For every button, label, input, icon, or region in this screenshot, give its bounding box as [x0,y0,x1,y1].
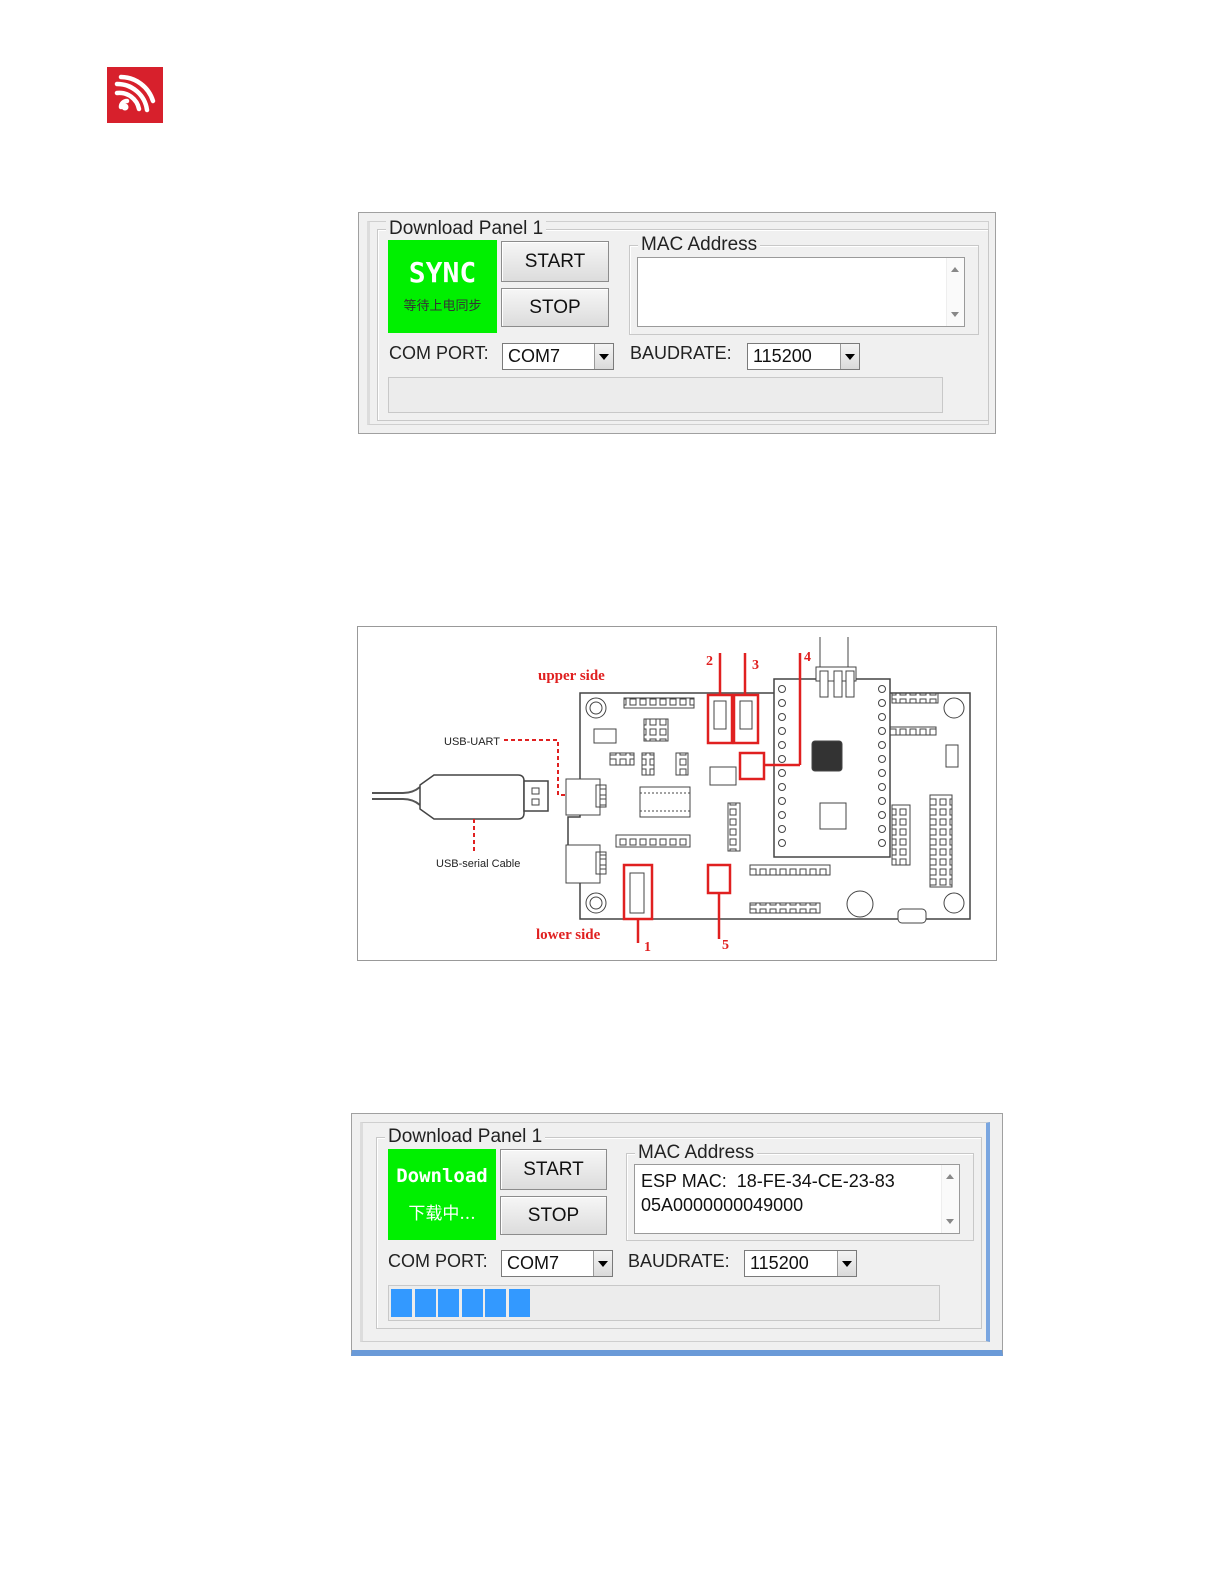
marker-1: 1 [644,940,651,955]
baudrate-value: 115200 [753,346,812,366]
marker-2: 2 [706,654,713,669]
status-main-text: Download [388,1165,496,1187]
board-svg: upper side lower side USB-UART USB-seria… [358,627,996,960]
stop-button[interactable]: STOP [501,288,609,327]
progress-segment [509,1289,530,1317]
com-port-label: COM PORT: [389,343,489,364]
mac-address-title: MAC Address [635,1142,757,1164]
marker-3: 3 [752,658,759,673]
stop-button[interactable]: STOP [500,1196,607,1235]
progress-bar [388,377,943,413]
progress-segment [462,1289,483,1317]
progress-bar [388,1285,940,1321]
start-button[interactable]: START [500,1149,607,1190]
panel-title: Download Panel 1 [385,1126,545,1148]
mac-address-box[interactable] [637,257,965,327]
com-port-select[interactable]: COM7 [502,343,614,370]
board-diagram: upper side lower side USB-UART USB-seria… [357,626,997,961]
chevron-down-icon[interactable] [594,344,613,369]
chevron-down-icon[interactable] [593,1251,612,1276]
download-panel-downloading: Download Panel 1 Download 下载中... START S… [351,1113,1003,1356]
com-port-value: COM7 [508,346,560,366]
mac-address-box[interactable]: ESP MAC: 18-FE-34-CE-23-83 05A0000000049… [634,1164,960,1234]
scroll-up-icon[interactable] [951,267,959,272]
scroll-down-icon[interactable] [951,312,959,317]
start-button[interactable]: START [501,241,609,282]
espressif-logo-icon [107,67,163,123]
status-indicator: SYNC 等待上电同步 [388,240,497,333]
download-panel-sync: Download Panel 1 SYNC 等待上电同步 START STOP … [358,212,996,434]
usb-cable-wire [372,799,420,805]
panel-title: Download Panel 1 [386,218,546,240]
upper-side-label: upper side [538,668,605,684]
usb-cable-label: USB-serial Cable [436,858,520,870]
status-indicator: Download 下载中... [388,1149,496,1240]
marker-4: 4 [804,650,811,665]
progress-segment [415,1289,436,1317]
com-port-label: COM PORT: [388,1251,488,1272]
mac-scrollbar[interactable] [941,1165,959,1233]
mac-line: ESP MAC: 18-FE-34-CE-23-83 [641,1169,953,1193]
progress-segment [438,1289,459,1317]
usb-cable-wire [372,787,420,793]
status-main-text: SYNC [388,256,497,289]
usb-plug-body [420,775,524,819]
lower-side-label: lower side [536,927,601,943]
baudrate-label: BAUDRATE: [630,343,732,364]
mac-address-title: MAC Address [638,234,760,256]
baudrate-value: 115200 [750,1253,809,1273]
baudrate-select[interactable]: 115200 [744,1250,857,1277]
mac-line: 05A0000000049000 [641,1193,953,1217]
marker-5: 5 [722,938,729,953]
com-port-select[interactable]: COM7 [501,1250,613,1277]
usb-uart-label: USB-UART [444,736,500,748]
progress-segment [391,1289,412,1317]
baudrate-label: BAUDRATE: [628,1251,730,1272]
scroll-down-icon[interactable] [946,1219,954,1224]
status-sub-text: 等待上电同步 [388,295,497,314]
status-sub-text: 下载中... [388,1199,496,1224]
usb-plug-tip [524,781,548,811]
com-port-value: COM7 [507,1253,559,1273]
chevron-down-icon[interactable] [840,344,859,369]
baudrate-select[interactable]: 115200 [747,343,860,370]
chevron-down-icon[interactable] [837,1251,856,1276]
progress-segment [485,1289,506,1317]
scroll-up-icon[interactable] [946,1174,954,1179]
mac-scrollbar[interactable] [946,258,964,326]
